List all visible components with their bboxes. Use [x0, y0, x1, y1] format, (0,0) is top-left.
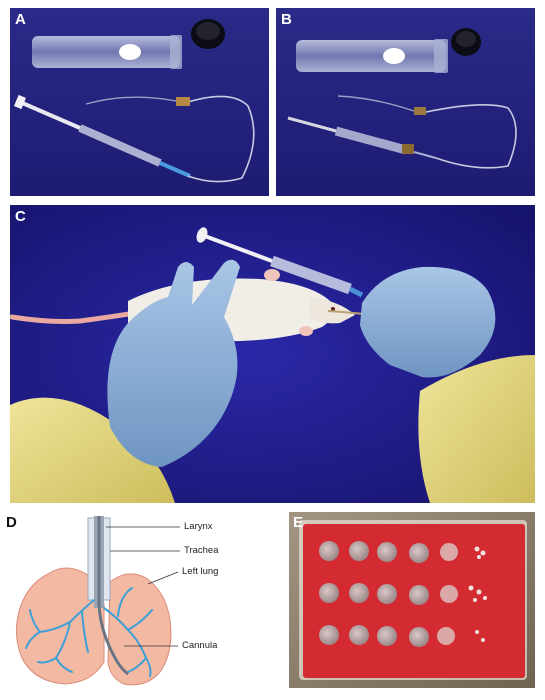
right-glove — [360, 266, 496, 378]
glass-syringe-with-cannula — [287, 95, 517, 169]
agar-plate-photo — [289, 512, 535, 688]
panel-d: D Larynx Trachea Left lung Cannula — [0, 512, 285, 700]
panel-e: E — [289, 512, 535, 688]
syringe — [196, 227, 364, 298]
panel-b: B — [276, 8, 535, 196]
black-cap — [451, 28, 481, 56]
larynx-label: Larynx — [184, 521, 213, 532]
panel-a: A — [10, 8, 269, 196]
left-lung — [107, 573, 172, 686]
left-lung-label: Left lung — [182, 566, 219, 577]
black-cap — [191, 19, 225, 49]
rat-tail — [10, 310, 138, 324]
syringe-with-cannula — [13, 94, 255, 183]
colony-row-1 — [319, 541, 486, 563]
colony-row-3 — [319, 625, 485, 647]
cannula — [97, 516, 129, 676]
right-gown-sleeve — [418, 355, 535, 503]
panel-b-label: B — [281, 11, 292, 28]
panel-c-label: C — [15, 208, 26, 225]
left-gown-sleeve — [10, 397, 175, 503]
panel-c: C — [10, 205, 535, 503]
lung-diagram — [16, 516, 180, 686]
panel-a-label: A — [15, 11, 26, 28]
glass-tube — [32, 35, 182, 69]
cannula-label: Cannula — [182, 640, 218, 651]
leader-lines — [106, 526, 180, 647]
trachea-label: Trachea — [184, 545, 219, 556]
panel-e-label: E — [293, 514, 304, 531]
bronchi — [25, 587, 153, 677]
panel-a-photo — [10, 8, 269, 196]
panel-c-photo — [10, 205, 535, 503]
glass-tube — [296, 39, 448, 73]
colony-row-2 — [319, 583, 487, 605]
panel-b-photo — [276, 8, 535, 196]
panel-d-label: D — [6, 514, 17, 531]
left-glove — [107, 259, 240, 467]
